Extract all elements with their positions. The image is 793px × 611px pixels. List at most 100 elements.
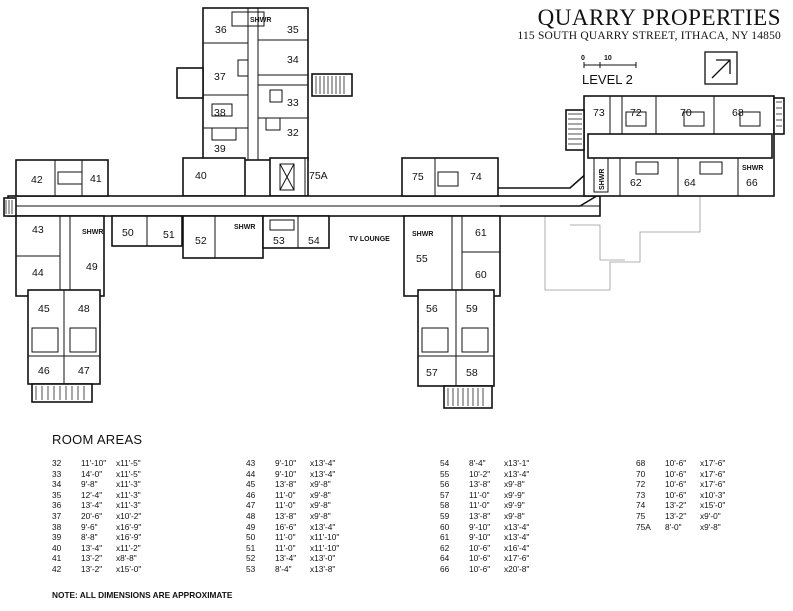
room-39: 39 [214,143,226,155]
room-45: 45 [38,303,50,315]
room-area-length: x17'-6" [700,458,726,468]
room-area-number: 35 [52,489,62,500]
room-area-number: 53 [246,563,256,574]
room-46: 46 [38,365,50,377]
north-stairs [311,73,353,97]
room-area-length: x11'-5" [116,458,141,468]
room-72: 72 [630,107,642,119]
room-area-width: 11'-0" [275,500,296,511]
tv-lounge-label: TV LOUNGE [349,236,390,243]
room-area-width: 13'-2" [81,563,103,574]
room-area-number: 44 [246,468,256,479]
room-area-length: x16'-9" [116,532,142,543]
room-44: 44 [32,267,44,279]
room-area-length: x13'-4" [310,458,336,468]
room-area-width: 9'-10" [469,532,491,543]
room-40: 40 [195,170,207,182]
room-area-width: 8'-0" [665,521,682,532]
room-area-width: 13'-2" [665,510,687,521]
room-area-number: 32 [52,458,62,468]
room-area-length: x11'-10" [310,542,340,553]
room-area-width: 12'-4" [81,489,103,500]
room-59: 59 [466,303,478,315]
room-area-number: 73 [636,489,646,500]
room-area-width: 13'-8" [275,479,297,490]
room-labels: 36 35 34 37 33 38 32 39 40 75A 42 41 43 … [31,24,758,379]
room-area-width: 10'-6" [665,479,687,490]
room-55: 55 [416,253,428,265]
adjacent-building-outline [520,195,701,291]
room-area-width: 9'-10" [275,468,297,479]
room-57: 57 [426,367,438,379]
room-area-length: x9'-8" [310,479,331,490]
room-area-length: x11'-5" [116,468,141,479]
room-area-number: 66 [440,563,450,574]
room-area-number: 75A [636,521,651,532]
southwest-stairs [31,383,93,403]
room-area-number: 38 [52,521,62,532]
room-area-number: 34 [52,479,62,490]
room-area-number: 54 [440,458,450,468]
room-area-number: 49 [246,521,256,532]
room-area-number: 45 [246,479,256,490]
room-area-length: x9'-9" [504,500,525,511]
room-area-length: x13'-0" [310,553,336,564]
room-area-number: 68 [636,458,646,468]
room-33: 33 [287,97,299,109]
room-area-number: 47 [246,500,256,511]
room-area-width: 13'-4" [275,553,297,564]
west-block [15,159,109,197]
room-area-number: 40 [52,542,62,553]
room-area-width: 10'-6" [665,468,687,479]
room-60: 60 [475,269,487,281]
shower-label-north: SHWR [250,17,271,24]
room-area-number: 55 [440,468,450,479]
room-35: 35 [287,24,299,36]
room-area-number: 39 [52,532,62,543]
room-area-number: 50 [246,532,256,543]
room-48: 48 [78,303,90,315]
room-area-length: x9'-8" [504,479,525,490]
room-area-number: 57 [440,489,450,500]
room-area-length: x17'-6" [700,479,726,490]
room-area-number: 75 [636,510,646,521]
room-area-width: 10'-6" [469,563,491,574]
room-area-row: 38 9'-6" x16'-9" [52,522,141,533]
dimensions-note: NOTE: ALL DIMENSIONS ARE APPROXIMATE [52,590,233,600]
room-area-width: 10'-6" [469,542,491,553]
room-area-number: 61 [440,532,450,543]
room-area-length: x15'-0" [700,500,726,511]
room-area-number: 37 [52,510,62,521]
room-area-number: 59 [440,510,450,521]
room-68: 68 [732,107,744,119]
room-area-width: 9'-6" [81,521,98,532]
room-66: 66 [746,177,758,189]
room-61: 61 [475,227,487,239]
room-38: 38 [214,107,226,119]
room-area-length: x16'-9" [116,521,142,532]
room-area-width: 10'-6" [665,489,687,500]
shower-label-east: SHWR [412,231,433,238]
east-south-wing [403,215,501,387]
room-area-length: x11'-2" [116,542,141,553]
room-47: 47 [78,365,90,377]
room-area-length: x9'-8" [310,510,331,521]
